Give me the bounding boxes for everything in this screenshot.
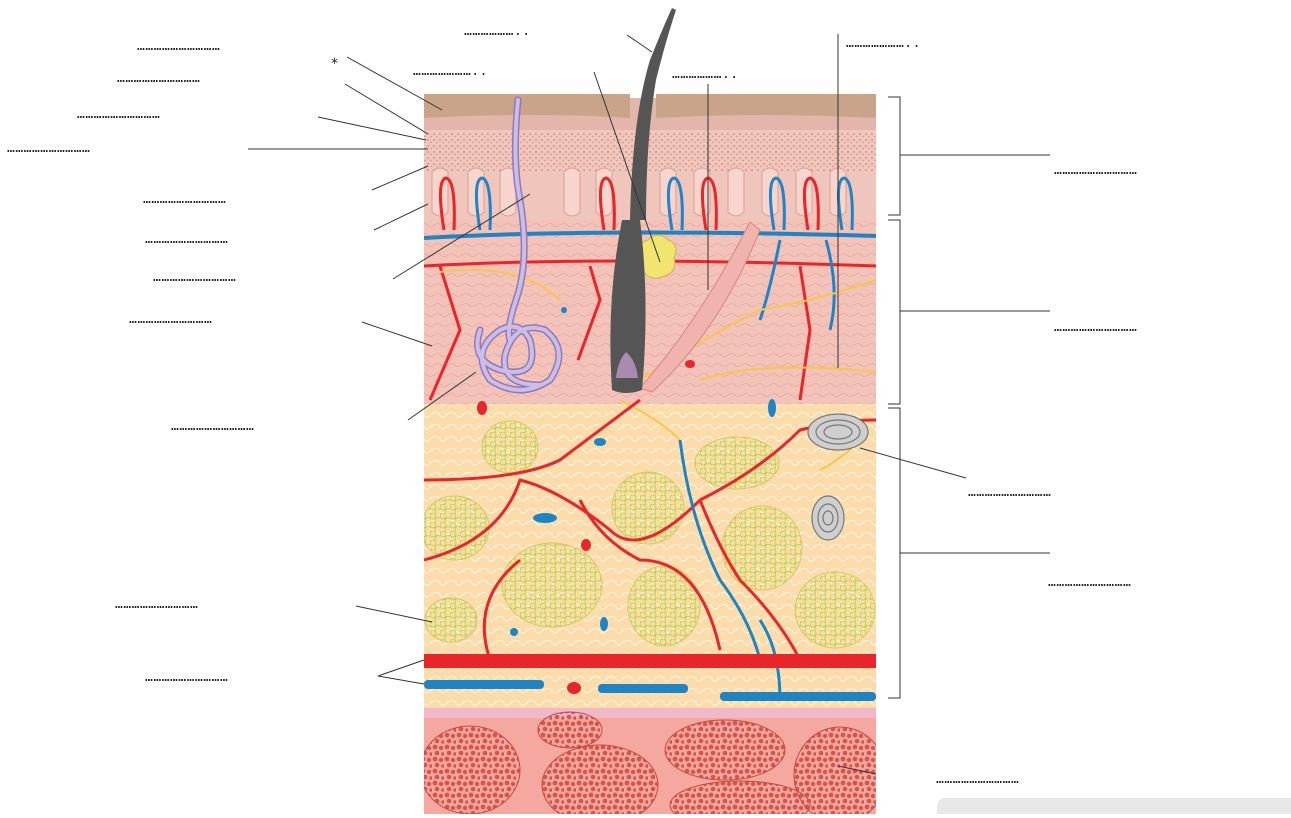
label-blank-left-6: ………………………… [145, 233, 228, 247]
main-artery [424, 654, 876, 668]
label-blank-top-nerve: ………………….. [846, 37, 921, 51]
label-blank-top-left-4: ………………………… [7, 142, 90, 156]
skin-layers [420, 90, 886, 814]
label-blank-right-corpuscle: ………………………… [968, 486, 1051, 500]
label-blank-left-11: ………………………… [145, 671, 228, 685]
label-blank-top-left-3: ………………………… [77, 108, 160, 122]
label-blank-top-left-2: ………………………… [117, 72, 200, 86]
answer-panel [937, 798, 1291, 814]
asterisk-marker: * [331, 56, 338, 72]
label-blank-left-7: ………………………… [153, 271, 236, 285]
label-blank-left-8: ………………………… [129, 313, 212, 327]
label-blank-top-muscle: ……………….. [672, 68, 739, 82]
label-blank-left-5: ………………………… [143, 193, 226, 207]
label-blank-top-hair: ……………….. [464, 25, 531, 39]
layer-brackets [888, 97, 900, 698]
label-blank-bottom-muscle: ………………………… [936, 773, 1019, 787]
label-blank-right-epidermis: ………………………… [1054, 164, 1137, 178]
label-blank-top-gland: ………………….. [413, 65, 488, 79]
label-blank-right-hypodermis: ………………………… [1048, 576, 1131, 590]
label-blank-top-left-1: ………………………… [137, 40, 220, 54]
label-blank-left-9: ………………………… [171, 420, 254, 434]
label-blank-left-10: ………………………… [115, 598, 198, 612]
label-blank-right-dermis: ………………………… [1054, 321, 1137, 335]
